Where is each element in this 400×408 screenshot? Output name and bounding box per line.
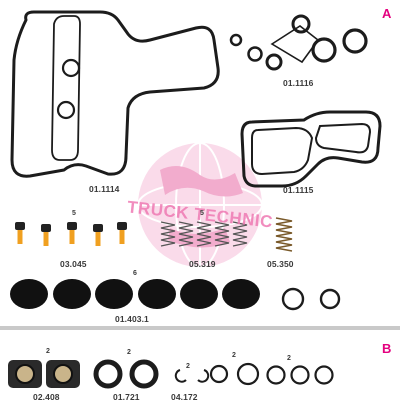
part-code-01-1114: 01.1114 [89, 184, 120, 194]
o-rings-b [209, 362, 334, 386]
part-code-01-1116: 01.1116 [283, 78, 314, 88]
part-code-02-408: 02.408 [33, 392, 60, 402]
qty-o-rings-b2: 2 [287, 355, 291, 362]
seals-02-408 [8, 360, 80, 388]
section-b-mark: B [382, 341, 392, 356]
part-code-01-403-1: 01.403.1 [115, 314, 149, 324]
springs-05-319 [160, 221, 248, 247]
qty-04-172: 2 [186, 363, 190, 370]
qty-02-408: 2 [46, 348, 50, 355]
circlips-04-172 [174, 369, 210, 383]
qty-o-rings-b1: 2 [232, 352, 236, 359]
qty-01-721: 2 [127, 349, 131, 356]
part-code-05-350: 05.350 [267, 259, 294, 269]
section-a-mark: A [382, 6, 392, 21]
part-code-01-721: 01.721 [113, 392, 140, 402]
qty-05-319: 5 [200, 210, 204, 217]
part-code-05-319: 05.319 [189, 259, 216, 269]
o-rings-a [281, 287, 341, 311]
part-code-03-045: 03.045 [60, 259, 87, 269]
qty-01-403-1: 6 [133, 270, 137, 277]
qty-03-045: 5 [72, 210, 76, 217]
part-code-04-172: 04.172 [171, 392, 198, 402]
spring-05-350 [275, 217, 293, 252]
gasket-01-1115 [240, 110, 382, 188]
section-divider [0, 326, 400, 330]
discs-01-403-1 [10, 279, 260, 309]
seal-set-01-1116 [229, 14, 368, 71]
gasket-01-1114 [10, 10, 220, 178]
bolts-03-045 [15, 222, 127, 246]
part-code-01-1115: 01.1115 [283, 185, 314, 195]
seals-01-721 [93, 359, 159, 389]
